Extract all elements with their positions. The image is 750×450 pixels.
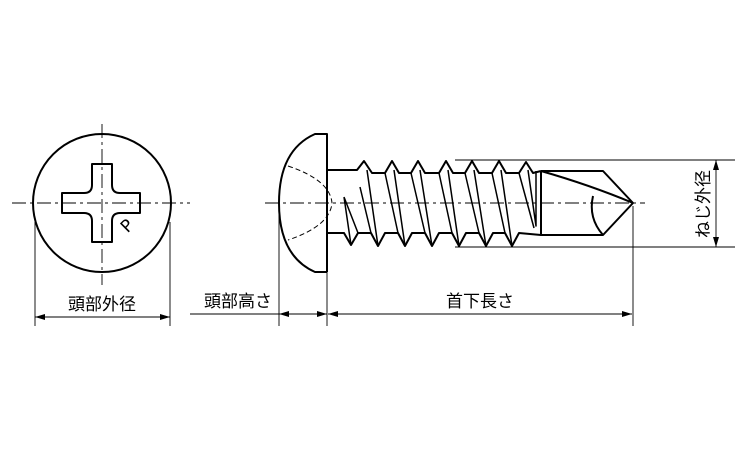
head-top-view: P (12, 124, 190, 285)
head-height-label: 頭部高さ (204, 292, 272, 312)
head-diameter-label: 頭部外径 (68, 295, 136, 315)
dimensions: 頭部外径 頭部高さ 首下長さ ねじ外径 (34, 159, 735, 326)
thread-diameter-label: ねじ外径 (694, 170, 714, 238)
head-profile (278, 133, 328, 273)
head-outline (32, 133, 172, 273)
length-label: 首下長さ (446, 292, 514, 312)
phillips-recess-icon (61, 163, 141, 243)
thread-top-profile (327, 160, 542, 174)
screw-side-view (265, 133, 645, 273)
thread-bottom-profile (327, 232, 542, 247)
recess-mark: P (117, 216, 138, 237)
thread-helix-lines (343, 169, 537, 247)
drill-point (540, 170, 634, 236)
head-hidden-line (287, 165, 333, 241)
